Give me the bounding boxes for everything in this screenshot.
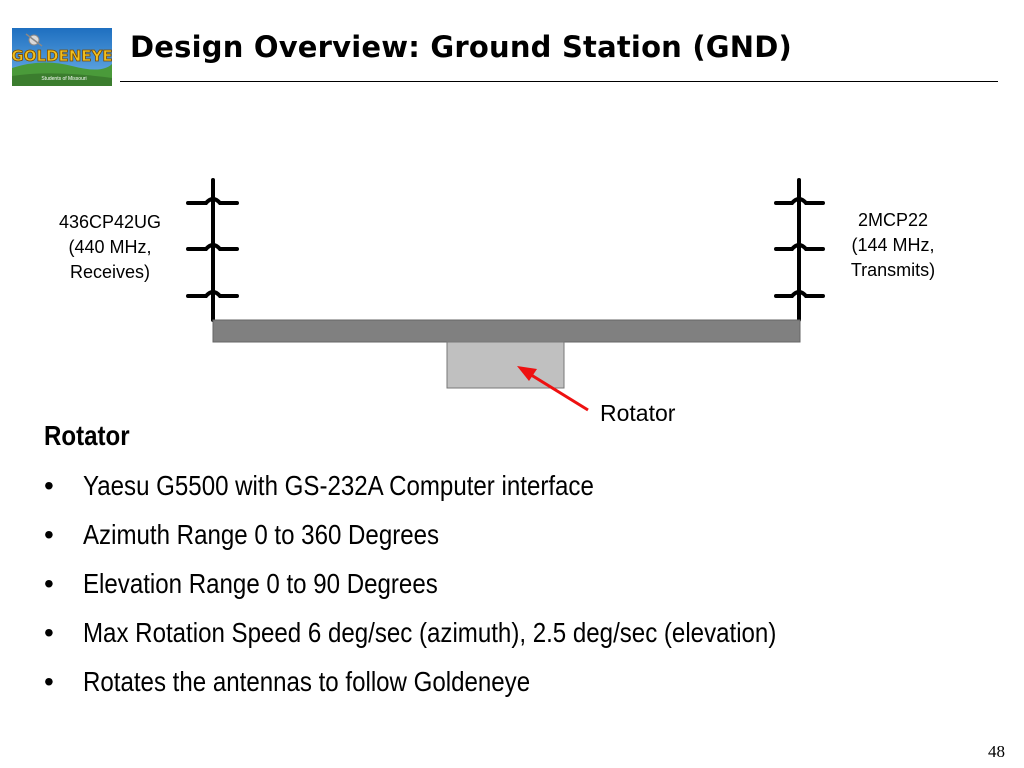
rotator-section: Rotator • Yaesu G5500 with GS-232A Compu… [44, 417, 984, 706]
rotator-callout-label: Rotator [600, 400, 676, 426]
bullet-dot-icon: • [44, 568, 54, 599]
bullet-item: • Max Rotation Speed 6 deg/sec (azimuth)… [44, 608, 984, 657]
antenna-boom [212, 319, 801, 343]
bullet-item: • Rotates the antennas to follow Goldene… [44, 657, 984, 706]
bullet-dot-icon: • [44, 617, 54, 648]
bullet-item: • Azimuth Range 0 to 360 Degrees [44, 510, 984, 559]
logo-wordmark: GOLDENEYE [12, 47, 112, 65]
bullet-text: Rotates the antennas to follow Goldeneye [83, 666, 531, 697]
right-antenna-frequency: (144 MHz, [851, 235, 935, 255]
rotator-box [446, 341, 565, 389]
bullet-dot-icon: • [44, 470, 54, 501]
rotator-arrow [517, 366, 589, 412]
rotator-bullet-list: • Yaesu G5500 with GS-232A Computer inte… [44, 461, 984, 706]
slide-title: Design Overview: Ground Station (GND) [130, 30, 792, 64]
left-antenna-label: 436CP42UG (440 MHz, Receives) [30, 210, 190, 285]
left-antenna-model: 436CP42UG [58, 212, 162, 232]
goldeneye-logo: GOLDENEYE Students of Missouri [12, 28, 112, 86]
right-antenna-model: 2MCP22 [857, 210, 929, 230]
logo-subtext: Students of Missouri [41, 76, 86, 82]
bullet-text: Azimuth Range 0 to 360 Degrees [83, 519, 440, 550]
section-heading: Rotator [44, 420, 130, 451]
left-antenna-role: Receives) [69, 262, 151, 282]
bullet-text: Max Rotation Speed 6 deg/sec (azimuth), … [83, 617, 777, 648]
right-antenna [774, 178, 825, 322]
bullet-dot-icon: • [44, 519, 54, 550]
bullet-text: Elevation Range 0 to 90 Degrees [83, 568, 438, 599]
bullet-item: • Yaesu G5500 with GS-232A Computer inte… [44, 461, 984, 510]
right-antenna-role: Transmits) [850, 260, 936, 280]
right-antenna-label: 2MCP22 (144 MHz, Transmits) [813, 208, 973, 283]
left-antenna [186, 178, 239, 322]
title-divider [120, 81, 998, 82]
page-number: 48 [988, 742, 1005, 761]
bullet-item: • Elevation Range 0 to 90 Degrees [44, 559, 984, 608]
bullet-text: Yaesu G5500 with GS-232A Computer interf… [83, 470, 594, 501]
bullet-dot-icon: • [44, 666, 54, 697]
left-antenna-frequency: (440 MHz, [68, 237, 152, 257]
